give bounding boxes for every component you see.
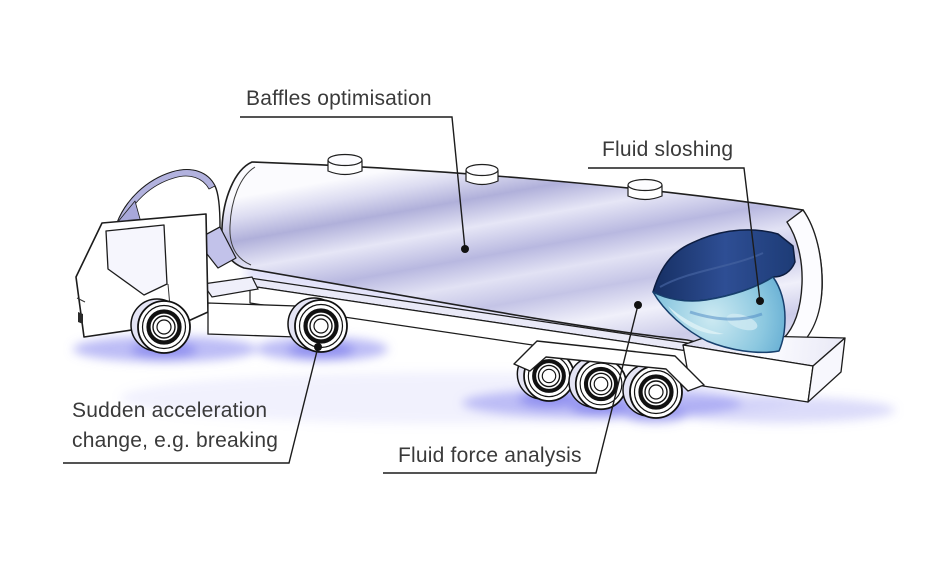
leader-dot-sloshing xyxy=(756,297,764,305)
leader-line-force xyxy=(383,304,639,474)
label-sudden-acceleration: Sudden acceleration change, e.g. breakin… xyxy=(72,396,278,456)
label-baffles-optimisation: Baffles optimisation xyxy=(246,87,432,110)
fifth-wheel-platform xyxy=(201,276,259,298)
tank-front-cap-seam xyxy=(229,166,256,266)
manhole-covers xyxy=(327,153,663,201)
chassis-side-box xyxy=(207,302,297,338)
leader-dot-acceleration xyxy=(314,343,322,351)
leader-dot-baffles xyxy=(461,245,469,253)
fluid xyxy=(652,229,796,354)
leader-dots xyxy=(314,245,764,351)
manhole-cover-1-top xyxy=(327,153,363,167)
wheel-fender xyxy=(513,340,705,392)
cab-window xyxy=(105,224,168,296)
label-fluid-force-analysis: Fluid force analysis xyxy=(398,444,582,467)
fluid-wave-highlight xyxy=(659,252,764,288)
manhole-cover-3-top xyxy=(627,178,663,192)
fluid-cross-section-dark-streak xyxy=(689,310,763,321)
fluid-cross-section xyxy=(652,276,786,354)
cab-grille-line xyxy=(76,297,86,303)
cab-bumper-notch xyxy=(78,312,83,324)
leader-line-sloshing xyxy=(588,167,761,302)
label-fluid-sloshing: Fluid sloshing xyxy=(602,138,734,161)
roof-deflector-top-shading xyxy=(116,169,216,225)
leader-dot-force xyxy=(634,301,642,309)
manhole-cover-2-top xyxy=(465,163,499,177)
leader-line-baffles xyxy=(240,116,466,250)
label-sudden-acceleration-line2: change, e.g. breaking xyxy=(72,429,279,452)
tractor-front-wheel xyxy=(131,299,190,353)
leader-lines xyxy=(63,116,761,474)
leader-line-acceleration xyxy=(63,346,319,464)
label-sudden-acceleration-line1: Sudden acceleration xyxy=(72,399,268,422)
rear-platform-side xyxy=(807,337,846,403)
fluid-cross-section-light-streak xyxy=(668,306,724,335)
